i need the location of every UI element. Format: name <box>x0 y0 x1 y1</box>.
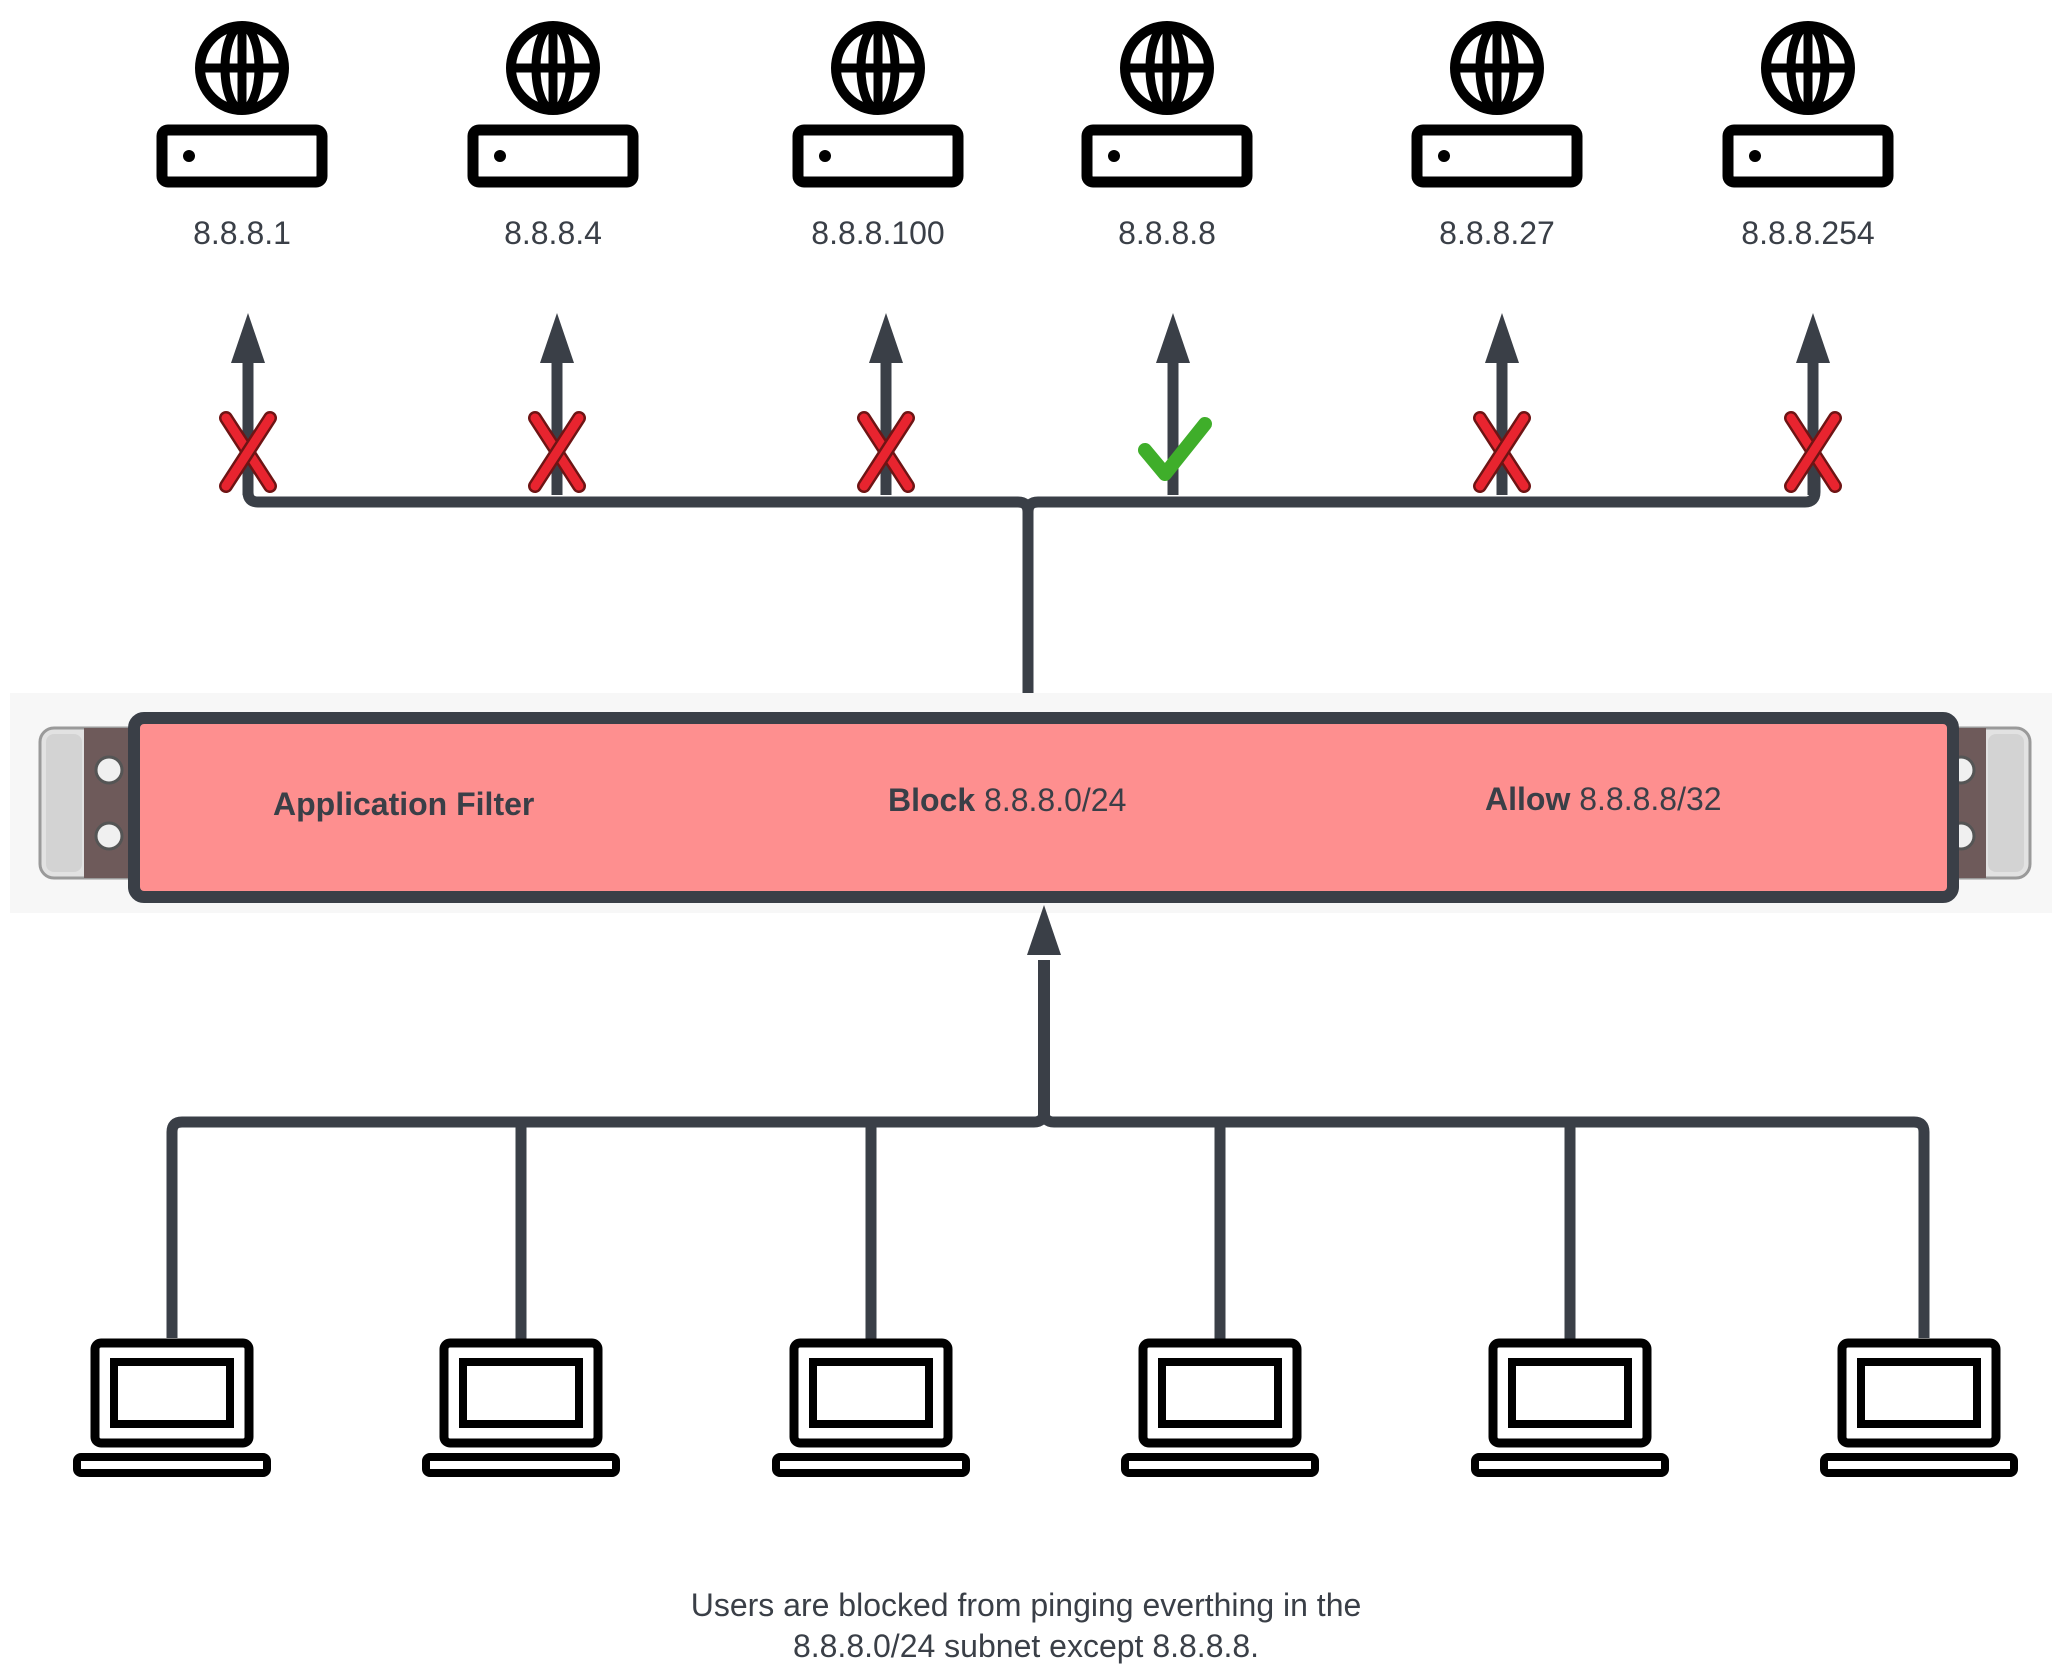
bottom-bus-right <box>1038 1111 1930 1338</box>
laptop-icon <box>426 1343 616 1473</box>
arrow-up-icon <box>231 313 265 363</box>
arrow-up-icon <box>869 313 903 363</box>
client-node <box>1824 1343 2014 1473</box>
blocked-x-icon <box>219 411 277 493</box>
blocked-x-icon <box>1473 411 1531 493</box>
globe-server-icon <box>1728 26 1888 182</box>
block-keyword: Block <box>888 782 976 818</box>
rack-ear-left <box>38 726 150 880</box>
server-node <box>1417 26 1577 495</box>
arrow-up-icon <box>1156 313 1190 363</box>
blocked-x-icon <box>1784 411 1842 493</box>
bottom-bus-left <box>166 1111 1050 1338</box>
laptop-icon <box>1475 1343 1665 1473</box>
client-node <box>426 1122 616 1473</box>
application-filter-box <box>128 712 1959 903</box>
arrow-up-icon <box>1485 313 1519 363</box>
allow-rule: Allow 8.8.8.8/32 <box>1485 779 1722 819</box>
client-node <box>77 1343 267 1473</box>
server-ip-label: 8.8.8.254 <box>1741 215 1875 251</box>
diagram-caption: Users are blocked from pinging everthing… <box>626 1585 1426 1667</box>
allowed-check-icon <box>1138 417 1212 481</box>
blocked-x-icon <box>528 411 586 493</box>
server-node <box>798 26 958 495</box>
laptop-icon <box>77 1343 267 1473</box>
client-node <box>1125 1122 1315 1473</box>
top-bus-right <box>1022 435 1821 513</box>
server-node <box>1087 26 1247 495</box>
allow-keyword: Allow <box>1485 781 1571 817</box>
globe-server-icon <box>473 26 633 182</box>
arrow-up-icon <box>1796 313 1830 363</box>
client-node <box>1475 1122 1665 1473</box>
globe-server-icon <box>1417 26 1577 182</box>
block-rule: Block 8.8.8.0/24 <box>888 780 1126 820</box>
laptop-icon <box>1824 1343 2014 1473</box>
globe-server-icon <box>798 26 958 182</box>
server-ip-label: 8.8.8.4 <box>504 215 602 251</box>
server-ip-label: 8.8.8.27 <box>1439 215 1555 251</box>
client-node <box>776 1122 966 1473</box>
globe-server-icon <box>162 26 322 182</box>
server-ip-label: 8.8.8.8 <box>1118 215 1216 251</box>
globe-server-icon <box>1087 26 1247 182</box>
server-ip-label: 8.8.8.1 <box>193 215 291 251</box>
arrow-up-icon <box>540 313 574 363</box>
blocked-x-icon <box>857 411 915 493</box>
top-bus-left <box>242 435 1034 695</box>
server-node <box>473 26 633 495</box>
server-ip-label: 8.8.8.100 <box>811 215 945 251</box>
firewall-title: Application Filter <box>273 786 535 822</box>
caption-line-1: Users are blocked from pinging everthing… <box>690 1587 1362 1623</box>
laptop-icon <box>1125 1343 1315 1473</box>
caption-line-2: 8.8.8.0/24 subnet except 8.8.8.8. <box>792 1628 1260 1664</box>
allow-value: 8.8.8.8/32 <box>1579 781 1722 817</box>
block-value: 8.8.8.0/24 <box>984 782 1127 818</box>
firewall-device <box>10 693 2052 913</box>
server-node <box>1728 26 1888 495</box>
laptop-icon <box>776 1343 966 1473</box>
server-node <box>162 26 322 495</box>
